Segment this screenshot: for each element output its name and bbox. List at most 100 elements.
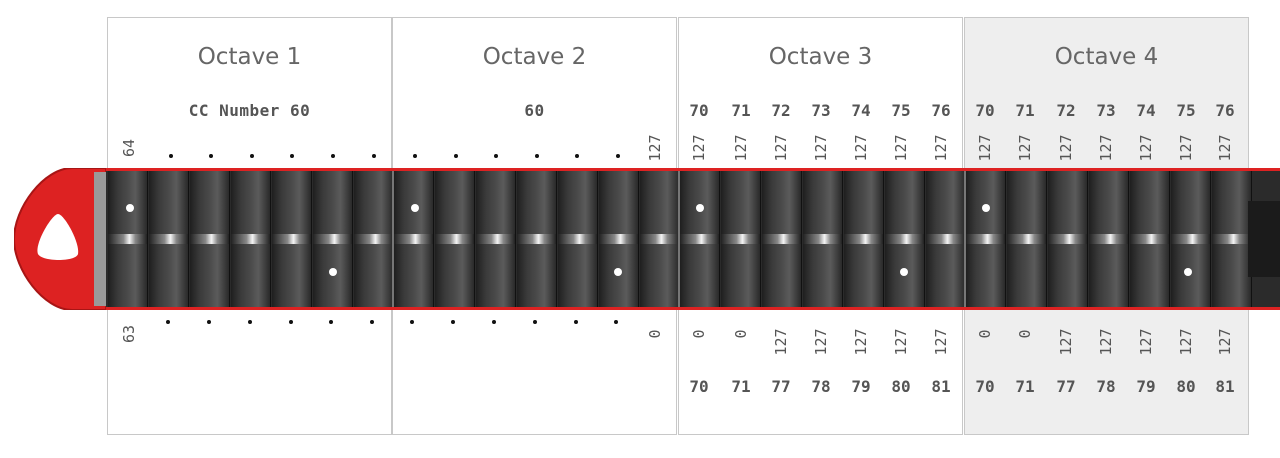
key-14[interactable] [640,171,680,307]
cc-number: 78 [811,377,831,396]
dot [616,154,620,158]
body-tail [1248,201,1280,277]
cc-value: 127 [892,134,910,162]
cc-value: 127 [1097,328,1115,356]
cc-value: 127 [772,328,790,356]
key-27[interactable] [1171,171,1211,307]
dot [372,154,376,158]
key-1[interactable] [108,171,148,307]
cc-value: 127 [1057,328,1075,356]
octave-1-bottom-value: 63 [120,324,138,344]
dot [494,154,498,158]
key-8[interactable] [394,171,434,307]
key-2[interactable] [149,171,189,307]
cc-value: 127 [812,328,830,356]
cc-value: 127 [812,134,830,162]
octave-4-cc-numbers-top: 70 71 72 73 74 75 76 [965,101,1248,121]
cc-number: 76 [1215,101,1235,120]
dot [290,154,294,158]
octave-divider [678,171,680,307]
key-5[interactable] [272,171,312,307]
cc-number: 71 [731,101,751,120]
key-26[interactable] [1130,171,1170,307]
key-16[interactable] [721,171,761,307]
cc-value: 127 [1016,134,1034,162]
cc-number: 79 [851,377,871,396]
octave-3-cc-numbers-top: 70 71 72 73 74 75 76 [679,101,962,121]
dot [492,320,496,324]
octave-2-top-value: 127 [646,134,664,162]
cc-number: 81 [1215,377,1235,396]
cc-number: 80 [891,377,911,396]
key-11[interactable] [517,171,557,307]
dot [248,320,252,324]
cc-value: 127 [976,134,994,162]
dot [250,154,254,158]
cc-value: 127 [732,134,750,162]
cc-number: 77 [771,377,791,396]
key-7[interactable] [354,171,394,307]
end-cap [14,168,106,310]
dot [370,320,374,324]
cc-number: 77 [1056,377,1076,396]
end-cap-band [94,172,106,306]
cc-value: 0 [1016,329,1034,339]
marker-dot [696,204,704,212]
cc-value: 127 [690,134,708,162]
cc-number: 75 [1176,101,1196,120]
octave-2-cc-label: 60 [524,101,545,120]
marker-dot [614,268,622,276]
cc-value: 127 [1177,134,1195,162]
key-21[interactable] [926,171,966,307]
cc-value: 127 [932,134,950,162]
key-22[interactable] [966,171,1006,307]
octave-3-cc-numbers-bottom: 70 71 77 78 79 80 81 [679,377,962,397]
key-17[interactable] [762,171,802,307]
dot [289,320,293,324]
dot [209,154,213,158]
cc-number: 76 [931,101,951,120]
cc-value: 127 [932,328,950,356]
key-13[interactable] [599,171,639,307]
cc-value: 127 [772,134,790,162]
dot [329,320,333,324]
key-19[interactable] [844,171,884,307]
key-18[interactable] [803,171,843,307]
key-6[interactable] [313,171,353,307]
key-9[interactable] [435,171,475,307]
octave-4-cc-numbers-bottom: 70 71 77 78 79 80 81 [965,377,1248,397]
dot [410,320,414,324]
cc-number: 72 [1056,101,1076,120]
cc-value: 0 [732,329,750,339]
marker-dot [900,268,908,276]
key-20[interactable] [885,171,925,307]
cc-number: 75 [891,101,911,120]
octave-1-top-value: 64 [120,138,138,158]
key-3[interactable] [190,171,230,307]
cc-value: 127 [1177,328,1195,356]
key-28[interactable] [1212,171,1252,307]
cc-number: 78 [1096,377,1116,396]
cc-value: 0 [976,329,994,339]
cc-number: 71 [1015,377,1035,396]
octave-3-title: Octave 3 [768,44,873,70]
key-15[interactable] [680,171,720,307]
key-23[interactable] [1007,171,1047,307]
dot [207,320,211,324]
cc-number: 70 [975,101,995,120]
marker-dot [411,204,419,212]
dot [413,154,417,158]
cc-number: 80 [1176,377,1196,396]
cc-number: 72 [771,101,791,120]
key-10[interactable] [476,171,516,307]
key-24[interactable] [1048,171,1088,307]
key-4[interactable] [231,171,271,307]
cc-number: 70 [975,377,995,396]
cc-value: 0 [690,329,708,339]
key-12[interactable] [558,171,598,307]
cc-value: 127 [1097,134,1115,162]
octave-divider [964,171,966,307]
cc-number: 73 [811,101,831,120]
octave-1-title: Octave 1 [197,44,302,70]
key-25[interactable] [1089,171,1129,307]
